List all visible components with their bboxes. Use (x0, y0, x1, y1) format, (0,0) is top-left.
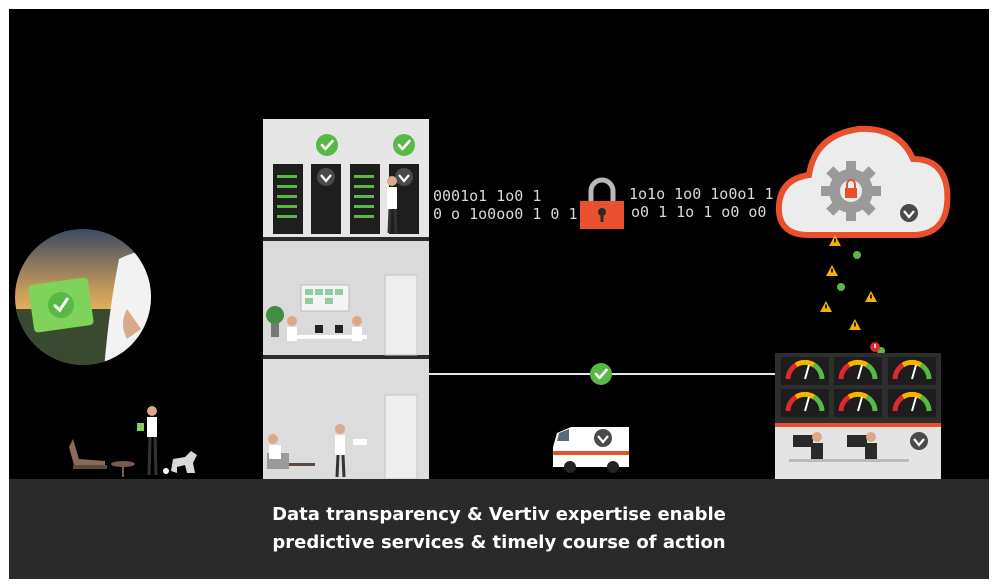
vertiv-logo-icon (592, 427, 614, 449)
warning-icon (826, 265, 838, 276)
check-icon (588, 361, 614, 387)
padlock-icon (580, 177, 624, 229)
vertiv-logo-icon (908, 430, 930, 452)
server-room (273, 132, 419, 234)
gauge-icon (888, 389, 936, 417)
gauge-icon (834, 357, 882, 385)
warning-icon (865, 291, 877, 302)
data-bits-right-top: 1o1o 1o0 1o0o1 1 (629, 185, 774, 203)
lobby-floor (267, 394, 418, 479)
caption-bar: Data transparency & Vertiv expertise ena… (9, 479, 989, 579)
warning-icon (820, 301, 832, 312)
data-stream: 0001o1 1o0 1 0 o 1o0oo0 1 0 1 1o1o 1o0 1… (433, 177, 785, 229)
gauge-icon (888, 357, 936, 385)
data-bits-left-top: 0001o1 1o0 1 (433, 187, 541, 205)
gauge-icon (781, 357, 829, 385)
cloud-gear-icon (775, 125, 951, 238)
data-bits-right-bottom: o0 1 1o 1 o0 o0 1 (631, 203, 785, 221)
building (263, 119, 429, 479)
service-van (553, 427, 629, 473)
warning-icon (849, 319, 861, 330)
tablet-check-icon (28, 277, 94, 333)
vertiv-logo-icon (315, 166, 337, 188)
vertiv-logo-icon (393, 166, 415, 188)
home-scene (69, 406, 197, 477)
alerts-stream (820, 235, 885, 355)
caption-line-1: Data transparency & Vertiv expertise ena… (272, 504, 726, 525)
gauge-icon (834, 389, 882, 417)
data-bits-left-bottom: 0 o 1o0oo0 1 0 1 (433, 205, 578, 223)
vertiv-services-illustration: 0001o1 1o0 1 0 o 1o0oo0 1 0 1 1o1o 1o0 1… (15, 119, 951, 479)
office-floor (266, 274, 418, 356)
monitoring-center (775, 353, 941, 479)
gauge-icon (781, 389, 829, 417)
check-icon (314, 132, 340, 158)
illustration-frame: 0001o1 1o0 1 0 o 1o0oo0 1 0 1 1o1o 1o0 1… (9, 9, 989, 579)
check-icon (391, 132, 417, 158)
alert-icon (870, 342, 880, 352)
remote-user-circle (15, 229, 151, 365)
caption-line-2: predictive services & timely course of a… (272, 532, 726, 553)
